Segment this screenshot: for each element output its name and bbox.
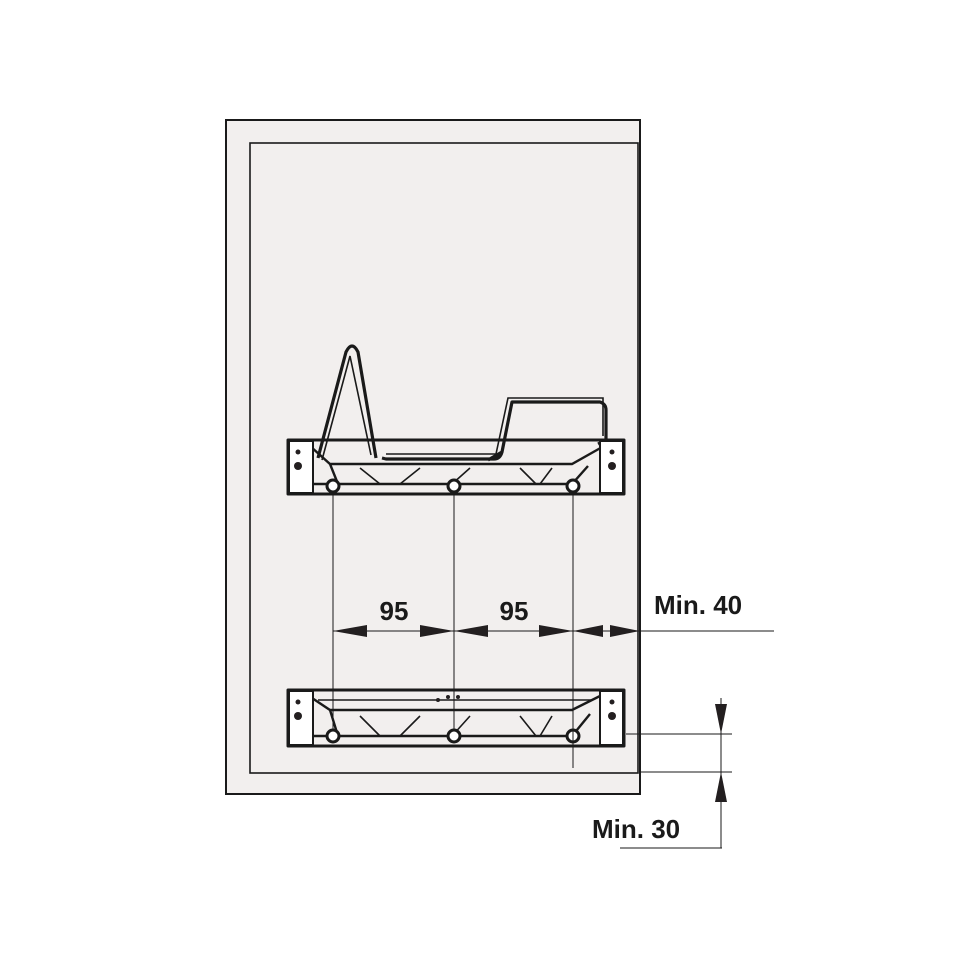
min-side-label: Min. 40 bbox=[654, 590, 742, 620]
lower-basket bbox=[286, 688, 626, 748]
min-bottom-label: Min. 30 bbox=[592, 814, 680, 844]
spacing-dimensions: 95 95 Min. 40 bbox=[333, 590, 742, 637]
lower-mount-hole-1 bbox=[325, 728, 341, 744]
spacing-left-label: 95 bbox=[380, 596, 409, 626]
upper-mount-hole-3 bbox=[565, 478, 581, 494]
lower-mount-hole-2 bbox=[446, 728, 462, 744]
upper-basket bbox=[286, 344, 626, 496]
upper-mount-hole-2 bbox=[446, 478, 462, 494]
spacing-right-label: 95 bbox=[500, 596, 529, 626]
upper-mount-hole-1 bbox=[325, 478, 341, 494]
cabinet bbox=[225, 119, 641, 795]
wire-rack bbox=[316, 344, 608, 462]
extension-lines bbox=[332, 492, 774, 849]
bottom-dimension: Min. 30 bbox=[592, 698, 727, 848]
